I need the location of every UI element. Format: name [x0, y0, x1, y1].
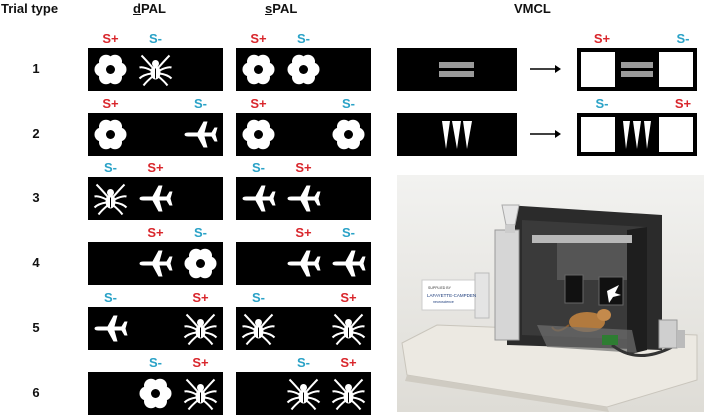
spal-panel-3 [236, 177, 371, 220]
spal-label: S- [289, 31, 319, 46]
spider-icon [288, 380, 320, 410]
spal-panel-5 [236, 307, 371, 350]
spal-label: S+ [289, 160, 319, 175]
dpal-panel-2 [88, 113, 223, 156]
spider-icon [140, 56, 172, 86]
spider-icon [95, 185, 127, 215]
dpal-label: S- [141, 31, 171, 46]
trial-number: 4 [21, 255, 51, 270]
dpal-panel-6 [88, 372, 223, 415]
dpal-panel-5 [88, 307, 223, 350]
dpal-label: S- [96, 290, 126, 305]
vmcl-sample-panel-1 [397, 48, 517, 91]
sticker-line-2: LAFAYETTE-CAMPDEN [427, 293, 476, 298]
dpal-label: S+ [141, 160, 171, 175]
vmcl-label-1-right: S- [668, 31, 698, 46]
dpal-label: S+ [96, 31, 126, 46]
flower-icon [243, 120, 275, 150]
spal-label: S- [289, 355, 319, 370]
touchscreen-chamber-image: SUPPLIED BY LAFAYETTE-CAMPDEN neuroscien… [397, 175, 704, 412]
trial-number: 6 [21, 385, 51, 400]
trial-number: 1 [21, 61, 51, 76]
spal-label: S- [334, 96, 364, 111]
spikes-icon [397, 113, 517, 156]
trial-number: 5 [21, 320, 51, 335]
dpal-header-rest: PAL [141, 1, 166, 16]
trial-type-header: Trial type [1, 1, 58, 16]
dpal-label: S- [186, 225, 216, 240]
flower-icon [333, 120, 365, 150]
sticker-line-3: neuroscience [433, 300, 454, 304]
spal-label: S- [334, 225, 364, 240]
spal-label: S+ [289, 225, 319, 240]
vmcl-label-2-right: S+ [668, 96, 698, 111]
dpal-label: S- [141, 355, 171, 370]
spikes-icon [579, 115, 695, 154]
dpal-label: S+ [96, 96, 126, 111]
plane-icon [140, 251, 173, 277]
vmcl-sample-panel-2 [397, 113, 517, 156]
vmcl-header: VMCL [514, 1, 551, 16]
flower-icon [185, 249, 217, 279]
trial-number: 3 [21, 190, 51, 205]
flower-icon [95, 55, 127, 85]
spal-label: S+ [334, 355, 364, 370]
dpal-label: S- [96, 160, 126, 175]
flower-icon [95, 120, 127, 150]
dpal-label: S+ [141, 225, 171, 240]
bars-icon [579, 50, 695, 89]
dpal-header-underlined: d [133, 1, 141, 16]
arrow-icon [530, 127, 562, 141]
bars-icon [397, 48, 517, 91]
dpal-label: S+ [186, 355, 216, 370]
spal-label: S- [244, 160, 274, 175]
flower-icon [288, 55, 320, 85]
dpal-panel-4 [88, 242, 223, 285]
plane-icon [185, 122, 218, 148]
vmcl-label-2-left: S- [587, 96, 617, 111]
spal-panel-4 [236, 242, 371, 285]
plane-icon [243, 186, 276, 212]
flower-icon [140, 379, 172, 409]
spider-icon [333, 315, 365, 345]
plane-icon [288, 186, 321, 212]
dpal-panel-1 [88, 48, 223, 91]
dpal-panel-3 [88, 177, 223, 220]
spider-icon [185, 315, 217, 345]
plane-icon [288, 251, 321, 277]
spal-label: S+ [244, 96, 274, 111]
dpal-label: S- [186, 96, 216, 111]
spal-label: S- [244, 290, 274, 305]
plane-icon [333, 251, 366, 277]
plane-icon [95, 316, 128, 342]
spal-label: S+ [244, 31, 274, 46]
spal-header-rest: PAL [272, 1, 297, 16]
plane-icon [140, 186, 173, 212]
spider-icon [185, 380, 217, 410]
spal-label: S+ [334, 290, 364, 305]
spal-panel-6 [236, 372, 371, 415]
dpal-label: S+ [186, 290, 216, 305]
arrow-icon [530, 62, 562, 76]
spider-icon [243, 315, 275, 345]
flower-icon [243, 55, 275, 85]
dpal-header: dPAL [133, 1, 166, 16]
apparatus-photo: SUPPLIED BY LAFAYETTE-CAMPDEN neuroscien… [397, 175, 704, 412]
trial-number: 2 [21, 126, 51, 141]
spal-header: sPAL [265, 1, 297, 16]
sticker-line-1: SUPPLIED BY [428, 286, 452, 290]
spal-panel-2 [236, 113, 371, 156]
vmcl-choice-panel-1 [577, 48, 697, 91]
spider-icon [333, 380, 365, 410]
vmcl-label-1-left: S+ [587, 31, 617, 46]
vmcl-choice-panel-2 [577, 113, 697, 156]
spal-panel-1 [236, 48, 371, 91]
